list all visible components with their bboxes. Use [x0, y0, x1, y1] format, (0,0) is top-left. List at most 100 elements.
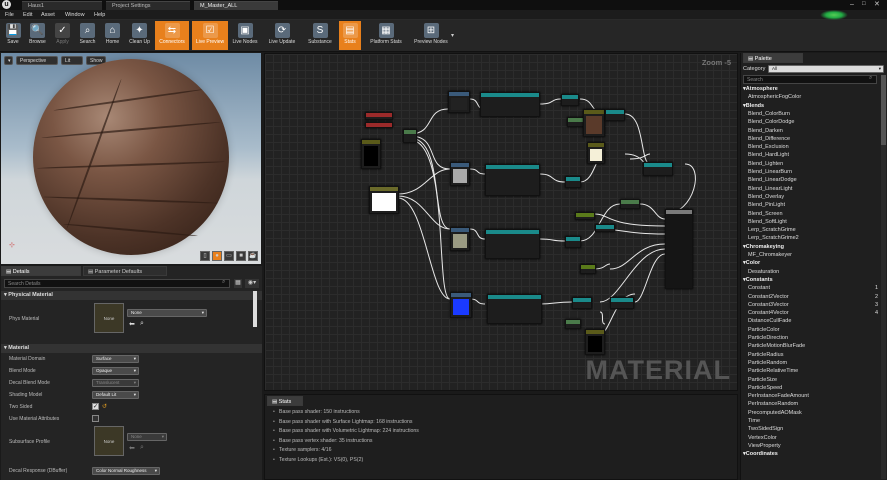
- texture-sample-node[interactable]: [448, 91, 470, 113]
- palette-item[interactable]: ParticleSize: [748, 377, 878, 383]
- palette-item[interactable]: ParticleRelativeTime: [748, 368, 878, 374]
- palette-item[interactable]: PerInstanceRandom: [748, 401, 878, 407]
- toolbar-connectors-button[interactable]: ⇆Connectors: [155, 21, 189, 50]
- reset-to-default-icon[interactable]: ↺: [102, 404, 108, 410]
- palette-item[interactable]: ParticleMotionBlurFade: [748, 343, 878, 349]
- material-row-checkbox[interactable]: ✓: [92, 403, 99, 410]
- plane-preview-icon[interactable]: ▭: [224, 251, 234, 261]
- material-graph-canvas[interactable]: Zoom -5 MATERIAL: [264, 53, 738, 391]
- cylinder-preview-icon[interactable]: ▯: [200, 251, 210, 261]
- close-button[interactable]: ✕: [874, 1, 880, 8]
- palette-item[interactable]: Blend_PinLight: [748, 202, 878, 208]
- palette-item[interactable]: Desaturation: [748, 269, 878, 275]
- material-row-combo[interactable]: Default Lit: [92, 391, 139, 399]
- palette-item[interactable]: Blend_Screen: [748, 211, 878, 217]
- palette-item[interactable]: Blend_LinearDodge: [748, 177, 878, 183]
- palette-item[interactable]: Lerp_ScratchGrime: [748, 227, 878, 233]
- add-node[interactable]: [643, 162, 673, 176]
- menu-edit[interactable]: Edit: [23, 12, 33, 18]
- palette-item[interactable]: PerInstanceFadeAmount: [748, 393, 878, 399]
- multiply-node[interactable]: [565, 176, 581, 188]
- window-tab-material[interactable]: M_Master_ALL: [194, 1, 278, 10]
- phys-material-thumbnail[interactable]: None: [94, 303, 124, 333]
- material-function-node[interactable]: [485, 229, 540, 259]
- multiply-node[interactable]: [610, 297, 634, 309]
- palette-item[interactable]: Blend_Difference: [748, 136, 878, 142]
- multiply-node[interactable]: [605, 109, 625, 121]
- menu-asset[interactable]: Asset: [41, 12, 55, 18]
- details-search-input[interactable]: Search Details: [4, 279, 230, 288]
- browse-search-icon[interactable]: ⌕: [140, 444, 144, 451]
- window-tab-project-settings[interactable]: Project Settings: [106, 1, 190, 10]
- material-function-node[interactable]: [485, 164, 540, 196]
- toolbar-save-button[interactable]: 💾Save: [2, 21, 24, 50]
- texture-sample-node[interactable]: [450, 292, 472, 318]
- tab-palette[interactable]: ▤ Palette: [743, 53, 803, 63]
- toolbar-clean-up-button[interactable]: ✦Clean Up: [126, 21, 153, 50]
- eye-icon[interactable]: ◉▾: [245, 279, 259, 288]
- palette-item[interactable]: VertexColor: [748, 435, 878, 441]
- constant-node[interactable]: [587, 142, 605, 164]
- toolbar-home-button[interactable]: ⌂Home: [101, 21, 124, 50]
- texture-coordinate-node[interactable]: [365, 122, 393, 128]
- tab-details[interactable]: ▤ Details: [1, 266, 81, 276]
- palette-item[interactable]: Blend_Exclusion: [748, 144, 878, 150]
- constant-node[interactable]: [361, 139, 381, 169]
- toolbar-preview-nodes-button[interactable]: ⊞Preview Nodes: [409, 21, 453, 50]
- physical-material-section[interactable]: ▾ Physical Material: [1, 291, 262, 300]
- use-selected-arrow-icon[interactable]: ⬅: [129, 321, 135, 328]
- palette-category[interactable]: ▾Color: [743, 260, 873, 266]
- tab-stats[interactable]: ▤ Stats: [267, 396, 303, 406]
- palette-item[interactable]: Blend_Lighten: [748, 161, 878, 167]
- toolbar-live-preview-button[interactable]: ☑Live Preview: [192, 21, 228, 50]
- source-control-icon[interactable]: [820, 10, 848, 20]
- palette-item[interactable]: ParticleColor: [748, 327, 878, 333]
- palette-item[interactable]: Blend_SoftLight: [748, 219, 878, 225]
- material-row-combo[interactable]: Translucent: [92, 379, 139, 387]
- material-section[interactable]: ▾ Material: [1, 344, 262, 353]
- tab-parameter-defaults[interactable]: ▤ Parameter Defaults: [83, 266, 167, 276]
- palette-item[interactable]: AtmosphericFogColor: [748, 94, 878, 100]
- material-function-node[interactable]: [487, 294, 542, 324]
- perspective-button[interactable]: Perspective: [16, 56, 58, 65]
- toolbar-browse-button[interactable]: 🔍Browse: [26, 21, 49, 50]
- toolbar-overflow-icon[interactable]: ▾: [451, 33, 455, 39]
- material-output-node[interactable]: [665, 209, 693, 289]
- constant-node[interactable]: [565, 319, 581, 329]
- material-function-node[interactable]: [480, 92, 540, 117]
- decal-response-combo[interactable]: Color Normal Roughness: [92, 467, 160, 475]
- add-node[interactable]: [403, 129, 417, 143]
- constant-node[interactable]: [583, 109, 605, 137]
- phys-material-combo[interactable]: None: [127, 309, 207, 317]
- cube-preview-icon[interactable]: ■: [236, 251, 246, 261]
- constant-node[interactable]: [595, 224, 615, 232]
- multiply-node[interactable]: [572, 297, 592, 309]
- constant-white-node[interactable]: [369, 186, 399, 214]
- palette-item[interactable]: ViewProperty: [748, 443, 878, 449]
- palette-item[interactable]: Lerp_ScratchGrime2: [748, 235, 878, 241]
- multiply-node[interactable]: [620, 199, 640, 209]
- subsurface-thumbnail[interactable]: None: [94, 426, 124, 456]
- texture-sample-node[interactable]: [450, 227, 470, 251]
- maximize-button[interactable]: □: [862, 1, 866, 7]
- palette-category[interactable]: ▾Atmosphere: [743, 86, 873, 92]
- palette-item[interactable]: Blend_LinearLight: [748, 186, 878, 192]
- palette-item[interactable]: ParticleDirection: [748, 335, 878, 341]
- toolbar-live-update-button[interactable]: ⟳Live Update: [263, 21, 301, 50]
- palette-category-combo[interactable]: All: [768, 65, 884, 73]
- teapot-preview-icon[interactable]: ☕: [248, 251, 258, 261]
- grid-view-icon[interactable]: ▦: [234, 279, 242, 288]
- toolbar-stats-button[interactable]: ▤Stats: [339, 21, 361, 50]
- menu-help[interactable]: Help: [94, 12, 106, 18]
- material-row-combo[interactable]: Opaque: [92, 367, 139, 375]
- window-tab-haus1[interactable]: Haus1: [22, 1, 102, 10]
- palette-item[interactable]: Blend_LinearBurn: [748, 169, 878, 175]
- palette-item[interactable]: Blend_Overlay: [748, 194, 878, 200]
- lit-button[interactable]: Lit: [61, 56, 83, 65]
- palette-category[interactable]: ▾Blends: [743, 103, 873, 109]
- palette-item[interactable]: Blend_Darken: [748, 128, 878, 134]
- palette-item[interactable]: Blend_ColorDodge: [748, 119, 878, 125]
- texture-sample-node[interactable]: [450, 162, 470, 186]
- palette-item[interactable]: TwoSidedSign: [748, 426, 878, 432]
